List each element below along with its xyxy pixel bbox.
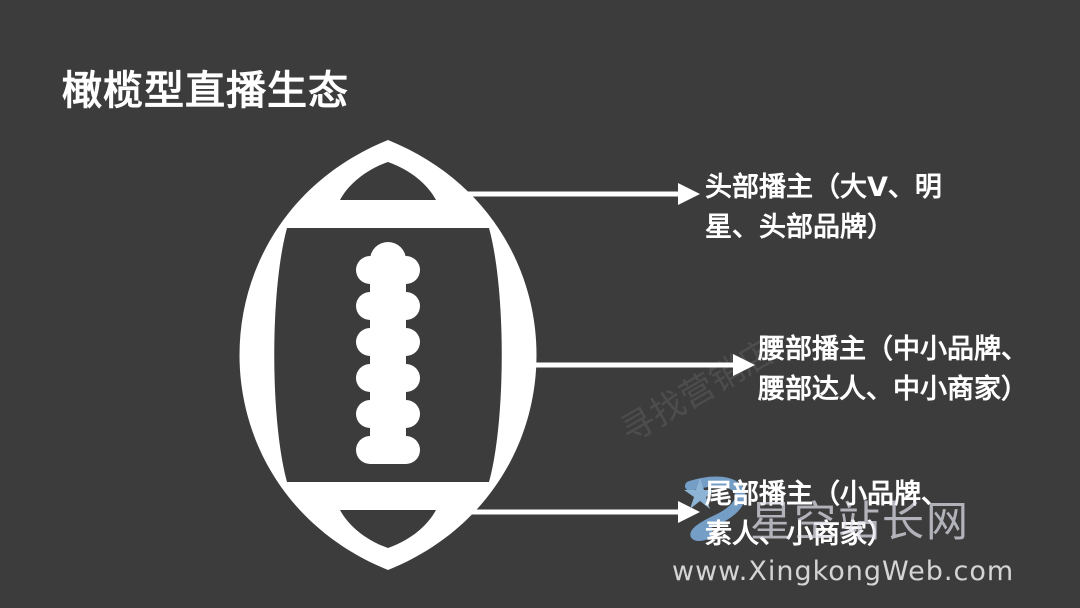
middle-tier-line1: 腰部播主（中小品牌、 [758,334,1028,365]
arrow-right-icon [436,501,700,523]
arrow-right-icon [436,183,700,205]
top-tier-line2: 星、头部品牌） [705,212,894,243]
top-tier-label: 头部播主（大V、明 星、头部品牌） [705,168,942,248]
bottom-tier-line2: 素人、小商家） [705,519,894,550]
page-title: 橄榄型直播生态 [62,68,349,114]
bottom-tier-line1: 尾部播主（小品牌、 [705,479,948,510]
top-tier-line1: 头部播主（大V、明 [705,172,942,203]
middle-tier-line2: 腰部达人、中小商家） [758,374,1028,405]
bottom-tier-label: 尾部播主（小品牌、 素人、小商家） [705,475,948,555]
watermark-url: www.XingkongWeb.com [672,556,1015,587]
football-icon [239,140,537,570]
watermark-brand: 星空站长网 [750,497,971,546]
middle-tier-label: 腰部播主（中小品牌、 腰部达人、中小商家） [758,330,1028,410]
star-logo-icon [684,476,746,542]
arrow-right-icon [522,354,755,376]
